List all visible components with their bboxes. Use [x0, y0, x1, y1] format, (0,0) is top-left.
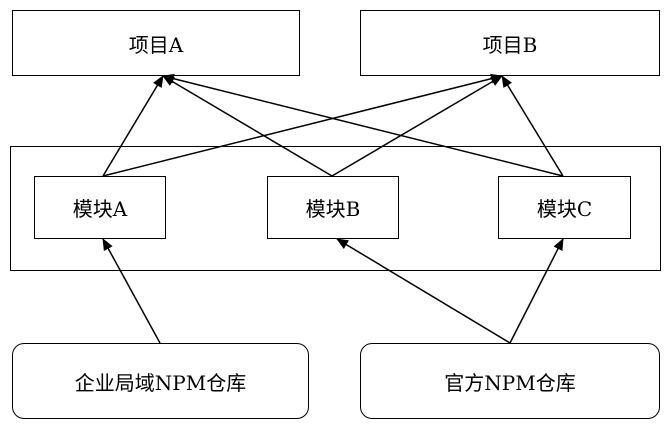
project-a-box: 项目A [12, 10, 300, 76]
official-npm-repo-box: 官方NPM仓库 [360, 343, 660, 419]
module-a-box: 模块A [34, 176, 166, 239]
module-b-box: 模块B [267, 176, 399, 239]
enterprise-npm-repo-label: 企业局域NPM仓库 [74, 370, 247, 395]
module-b-label: 模块B [305, 197, 361, 221]
official-npm-repo-label: 官方NPM仓库 [444, 370, 576, 395]
module-c-label: 模块C [536, 197, 593, 221]
project-a-label: 项目A [128, 32, 184, 57]
project-b-label: 项目B [482, 32, 538, 57]
module-a-label: 模块A [72, 197, 128, 221]
enterprise-npm-repo-box: 企业局域NPM仓库 [12, 343, 309, 419]
module-c-box: 模块C [498, 176, 631, 239]
project-b-box: 项目B [360, 10, 660, 76]
